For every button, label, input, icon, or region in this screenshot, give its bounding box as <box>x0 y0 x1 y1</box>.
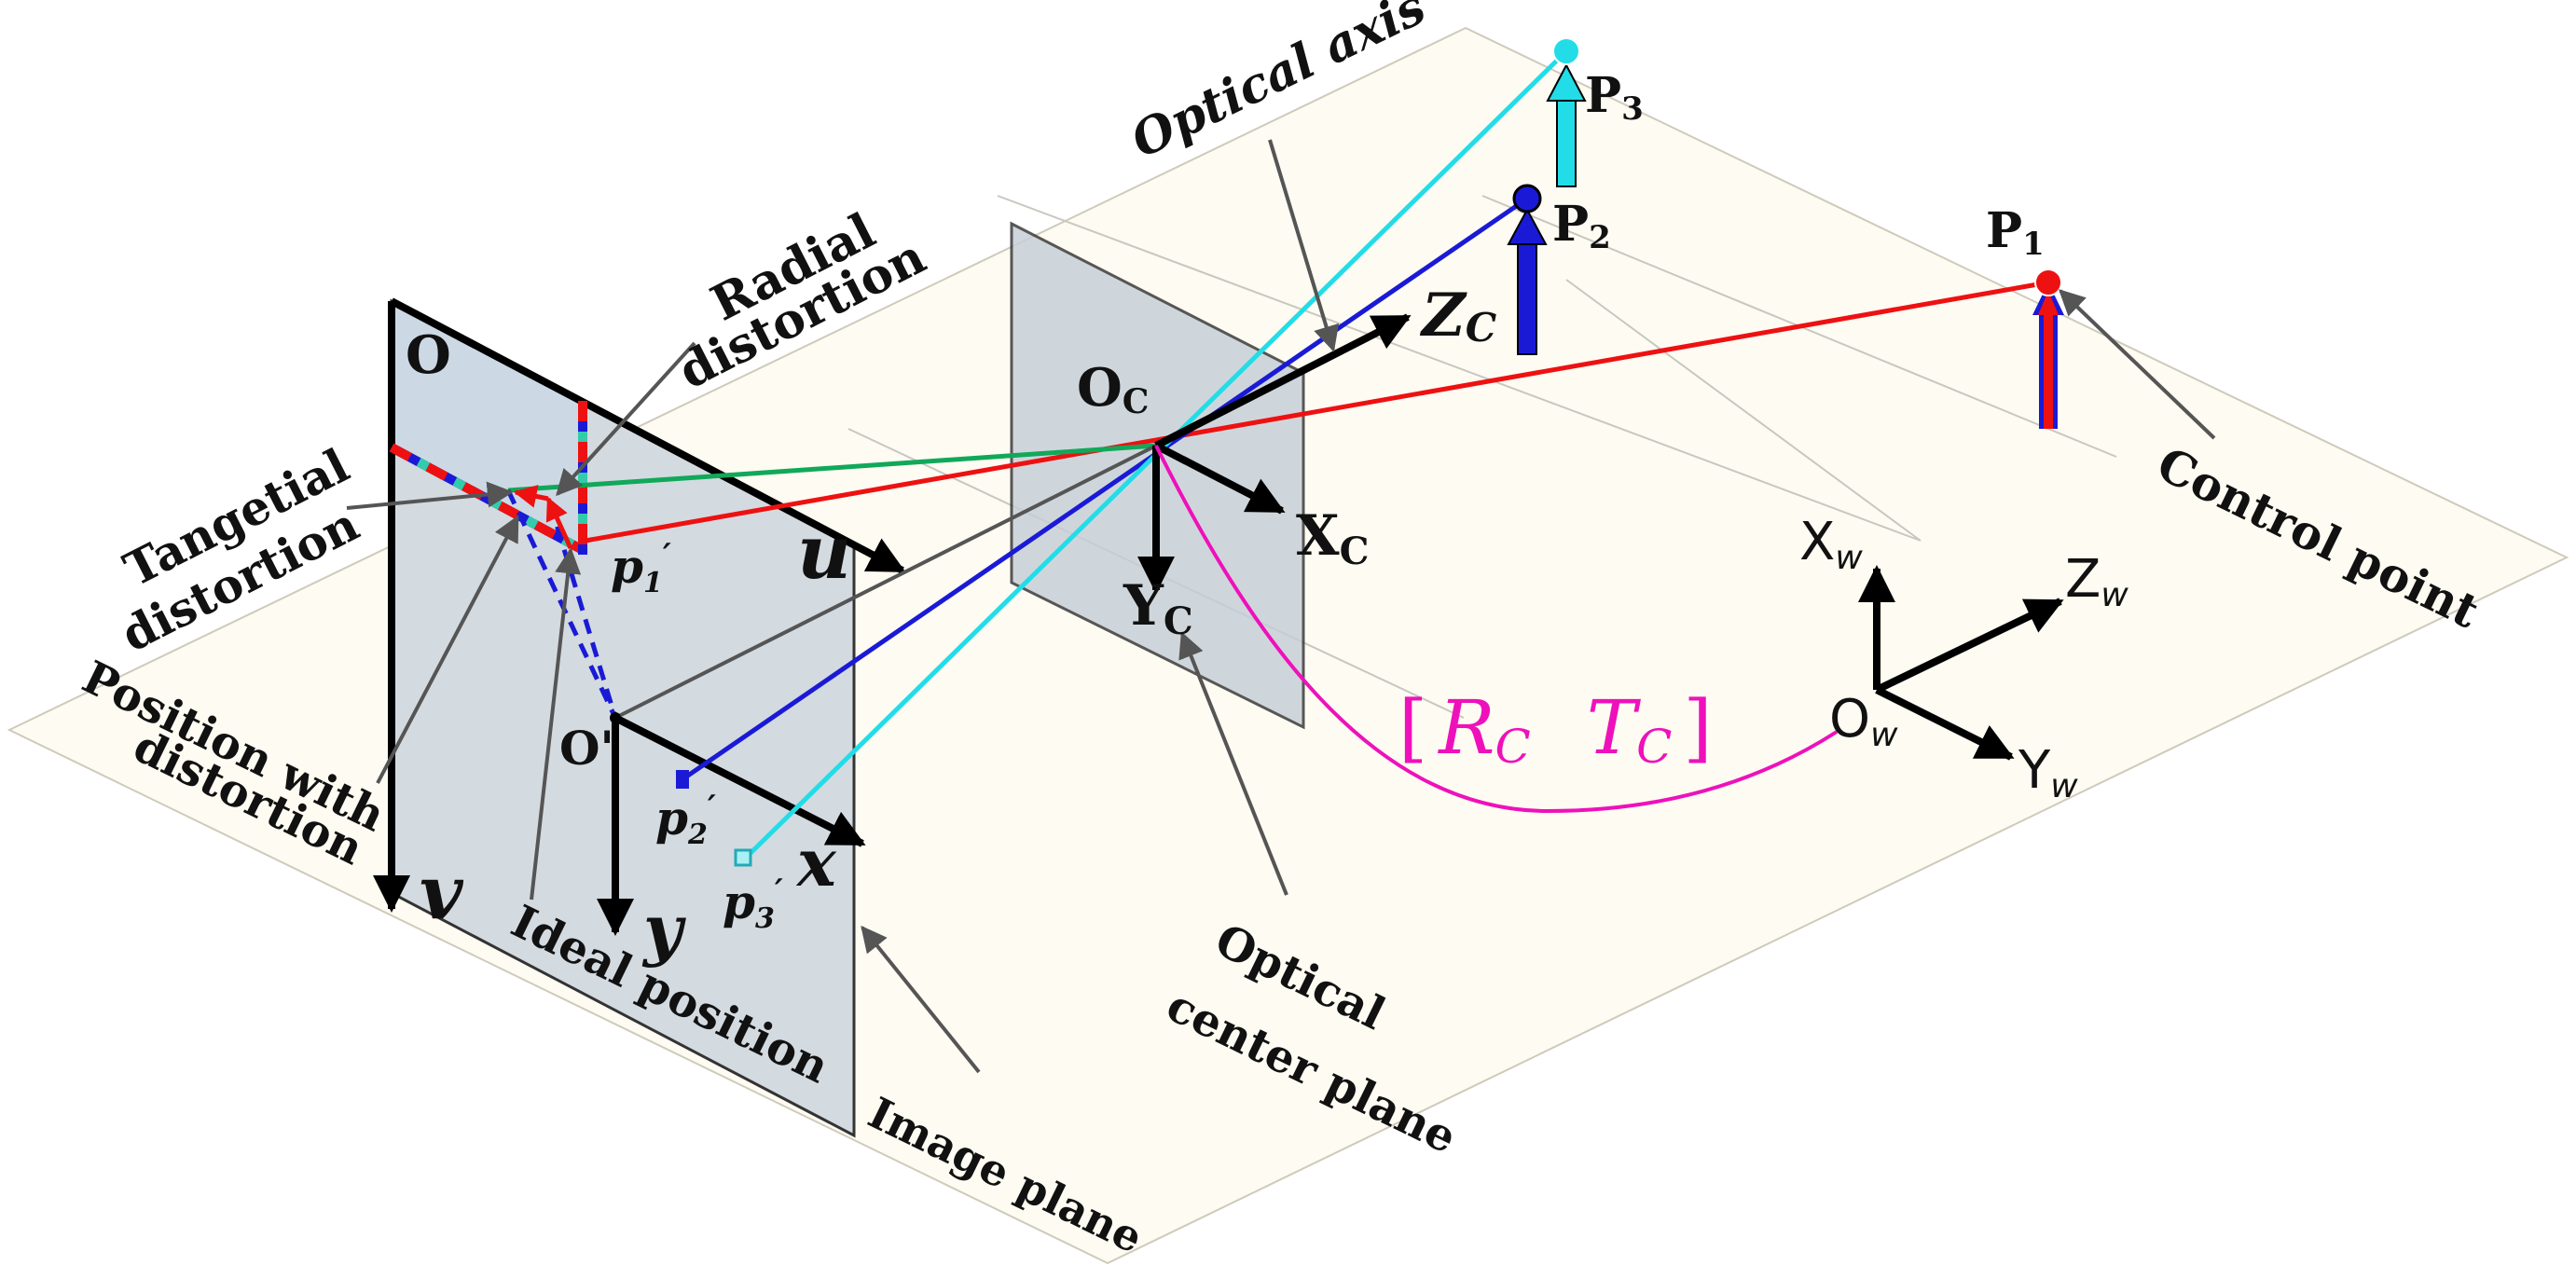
point-P3 <box>1552 37 1580 65</box>
pillar-p3 <box>1546 62 1587 187</box>
point-p3 <box>734 848 752 867</box>
ray-p1 <box>585 280 2049 543</box>
tangential-distortion-arrow <box>513 485 549 508</box>
label-p2: p2′ <box>655 789 716 851</box>
point-P1 <box>2034 268 2062 296</box>
label-y: y <box>641 889 686 969</box>
label-Oc: OC <box>1077 357 1149 421</box>
label-P2: P2 <box>1552 196 1611 256</box>
point-p2 <box>676 770 689 789</box>
pillar-p1 <box>2032 282 2064 429</box>
u-axis <box>390 297 906 574</box>
callouts <box>346 139 2216 1074</box>
label-u: u <box>797 508 851 596</box>
label-Zw: Zw <box>2065 549 2128 614</box>
label-p1: p1′ <box>611 537 671 599</box>
yw-axis <box>1875 686 2015 761</box>
ray-green <box>507 443 1157 493</box>
distortion-region <box>392 301 583 545</box>
pillar-p2 <box>1507 207 1548 355</box>
point-P2 <box>1512 184 1542 213</box>
x-axis <box>613 714 866 847</box>
label-Yc: YC <box>1123 573 1193 643</box>
xc-axis <box>1154 442 1286 515</box>
label-v: v <box>420 848 464 936</box>
zw-axis <box>1875 598 2064 694</box>
label-Ow: Ow <box>1829 689 1898 754</box>
dashed-ray-b <box>547 502 618 719</box>
transform-curve <box>1154 445 1839 814</box>
label-Xw: Xw <box>1799 512 1863 577</box>
label-O-prime: O' <box>559 721 614 776</box>
label-Zc: ZC <box>1419 281 1497 351</box>
label-O: O <box>406 324 451 386</box>
label-Yw: Yw <box>2018 740 2078 805</box>
label-P3: P3 <box>1585 67 1644 128</box>
radial-distortion-arrow <box>545 496 573 550</box>
label-P1: P1 <box>1986 202 2045 263</box>
point-O-prime <box>610 712 621 723</box>
zc-axis <box>1154 313 1412 449</box>
ray-p2 <box>681 196 1529 782</box>
label-Xc: XC <box>1296 503 1369 573</box>
label-p3: p3′ <box>723 873 783 935</box>
optical-axis-ray <box>614 444 1157 720</box>
dashed-ray-a <box>505 488 618 720</box>
label-x: x <box>795 824 837 901</box>
